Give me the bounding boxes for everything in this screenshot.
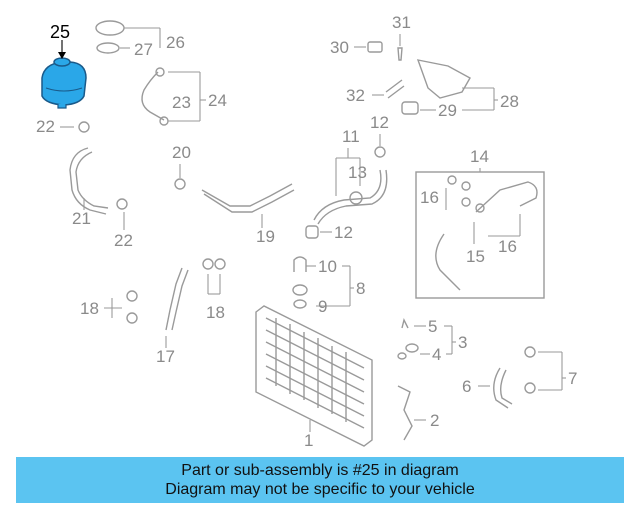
callout-8[interactable]: 8: [356, 279, 365, 298]
callout-22-b[interactable]: 22: [114, 231, 133, 250]
callout-27[interactable]: 27: [134, 40, 153, 59]
radiator-part-1[interactable]: [255, 305, 373, 447]
callout-28[interactable]: 28: [500, 92, 519, 111]
info-banner: Part or sub-assembly is #25 in diagram D…: [16, 457, 624, 503]
callout-32[interactable]: 32: [346, 86, 365, 105]
callout-18-a[interactable]: 18: [80, 299, 99, 318]
callout-29[interactable]: 29: [438, 101, 457, 120]
callout-13[interactable]: 13: [348, 163, 367, 182]
flange-part-28[interactable]: [416, 59, 471, 99]
callout-15[interactable]: 15: [466, 247, 485, 266]
callout-31[interactable]: 31: [392, 13, 411, 32]
callout-18-b[interactable]: 18: [206, 303, 225, 322]
hose-part-6[interactable]: [493, 367, 509, 409]
callout-30[interactable]: 30: [330, 38, 349, 57]
callout-12-a[interactable]: 12: [370, 113, 389, 132]
callout-16-a[interactable]: 16: [420, 188, 439, 207]
callout-12-b[interactable]: 12: [334, 223, 353, 242]
expansion-tank-part-25[interactable]: [41, 57, 87, 109]
callout-19[interactable]: 19: [256, 227, 275, 246]
callout-5[interactable]: 5: [428, 317, 437, 336]
banner-line-1: Part or sub-assembly is #25 in diagram: [181, 462, 459, 479]
callout-2[interactable]: 2: [430, 411, 439, 430]
parts-diagram: 25 27 26 22 23 24 21 22 20 19 30 31 32 2…: [36, 13, 577, 450]
callout-4[interactable]: 4: [432, 345, 441, 364]
cap-part-26[interactable]: [95, 20, 125, 54]
callout-6[interactable]: 6: [462, 377, 471, 396]
callout-11[interactable]: 11: [342, 127, 360, 146]
callout-14[interactable]: 14: [470, 147, 489, 166]
callout-7[interactable]: 7: [568, 369, 577, 388]
hose-part-14[interactable]: [435, 233, 461, 291]
callout-20[interactable]: 20: [172, 143, 191, 162]
bracket-part-2[interactable]: [397, 385, 413, 441]
callout-26[interactable]: 26: [166, 33, 185, 52]
callout-22-a[interactable]: 22: [36, 117, 55, 136]
callout-9[interactable]: 9: [318, 297, 327, 316]
pipe-part-19[interactable]: [201, 183, 293, 207]
callout-10[interactable]: 10: [318, 257, 337, 276]
callout-23[interactable]: 23: [172, 93, 191, 112]
hose-part-23[interactable]: [141, 71, 165, 121]
callout-17[interactable]: 17: [156, 347, 175, 366]
hose-part-11[interactable]: [313, 169, 382, 221]
callout-16-b[interactable]: 16: [498, 237, 517, 256]
hose-part-17[interactable]: [165, 267, 183, 331]
callout-1[interactable]: 1: [304, 431, 313, 450]
hose-part-21[interactable]: [69, 147, 107, 215]
banner-line-2: Diagram may not be specific to your vehi…: [165, 481, 475, 498]
callout-3[interactable]: 3: [458, 333, 467, 352]
callout-24[interactable]: 24: [208, 91, 227, 110]
callout-21[interactable]: 21: [72, 209, 91, 228]
callout-25[interactable]: 25: [50, 22, 70, 42]
